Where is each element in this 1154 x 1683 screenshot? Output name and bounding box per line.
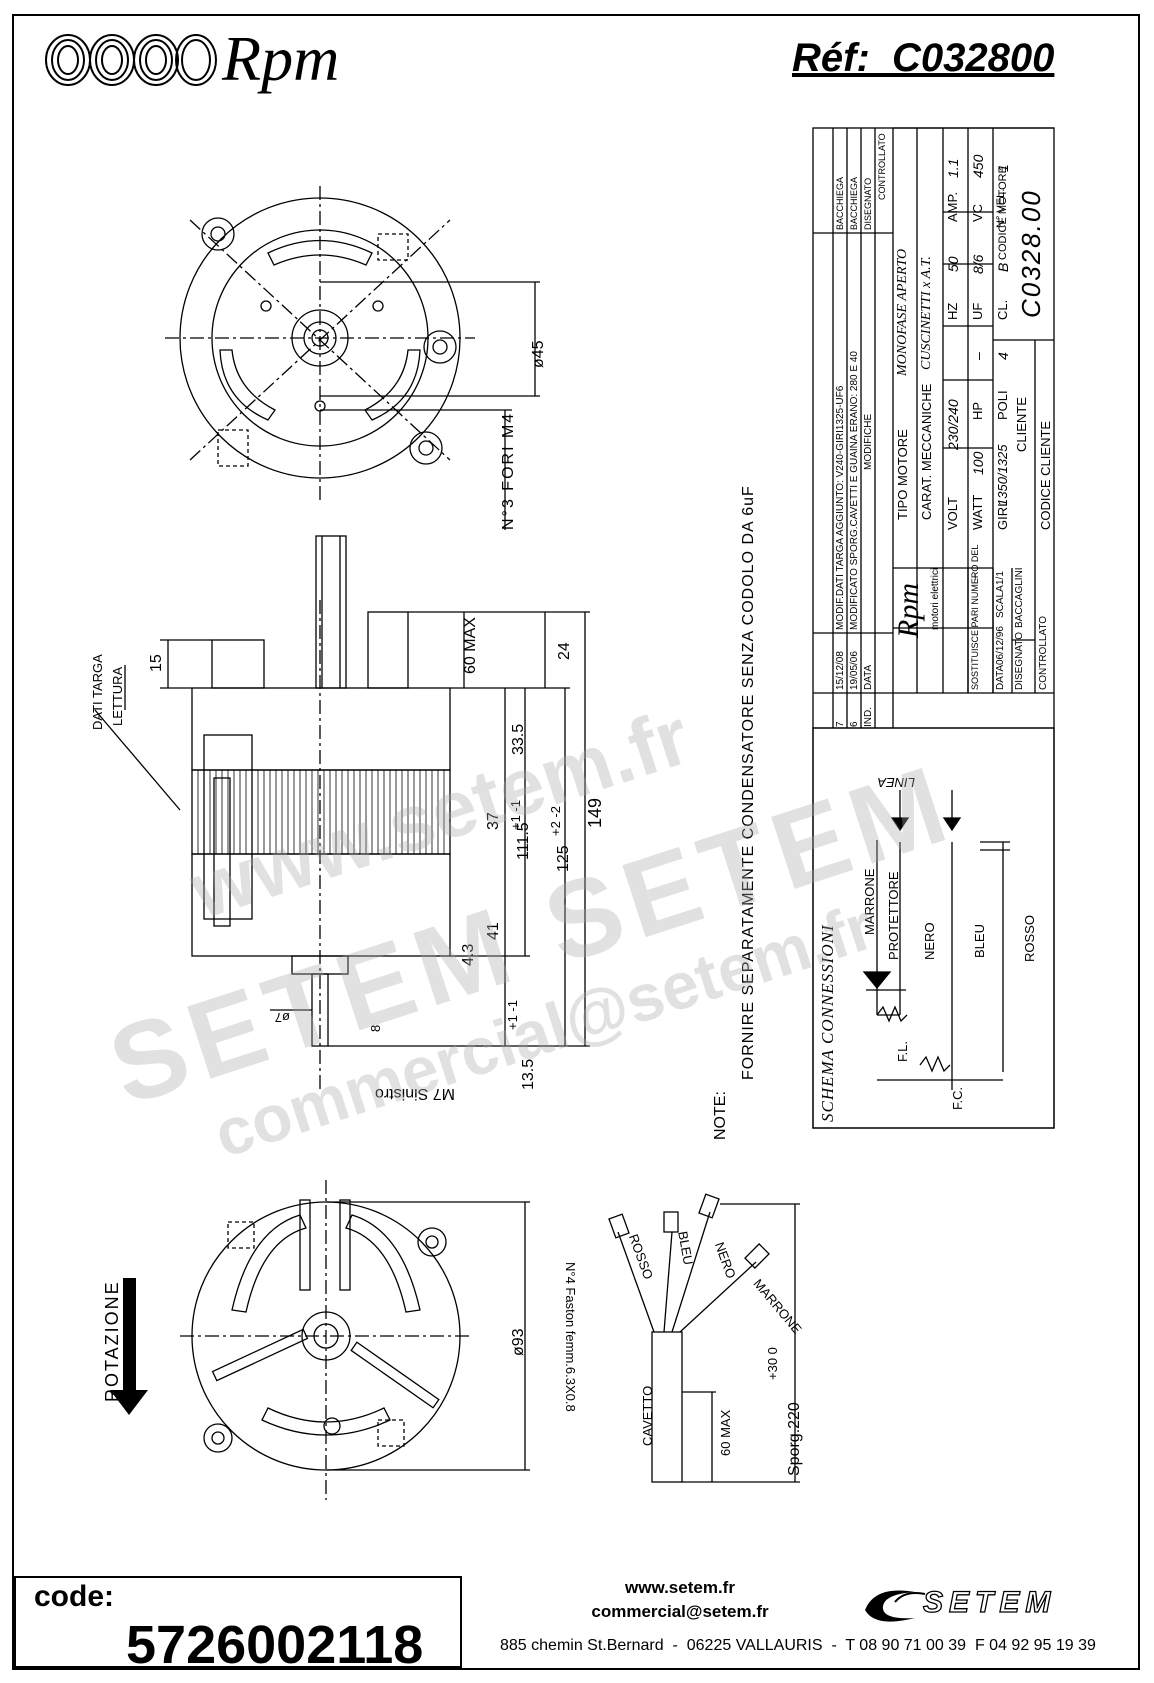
- sporg-label: Sporg.220: [786, 1402, 803, 1476]
- watt-value: 100: [970, 451, 986, 475]
- setem-logo: SETEM: [855, 1580, 1115, 1630]
- setem-brand: SETEM: [922, 1585, 1057, 1619]
- scala-label: SCALA: [995, 585, 1006, 618]
- sporg-tol: +30 0: [765, 1347, 780, 1380]
- data-value: 06/12/96: [995, 626, 1006, 665]
- volt-value: 230/240: [945, 399, 961, 450]
- disegnato-value: BACCAGLINI: [1014, 567, 1025, 628]
- disegnato-label: DISEGNATO: [1014, 632, 1025, 690]
- rev6-text: MODIFICATO SPORG.CAVETTI E GUAINA ERANO:…: [849, 351, 860, 630]
- rotation-arrow-icon: [110, 1278, 148, 1415]
- tipo-motore: MONOFASE APERTO: [895, 248, 910, 376]
- fori-note: N°3 FORI M4: [500, 411, 517, 530]
- scala-value: 1/1: [995, 571, 1006, 585]
- coil-logo-icon: [45, 34, 217, 86]
- poli-value: 4: [995, 352, 1011, 360]
- hp-label: HP: [970, 401, 985, 420]
- rev7-date: 15/12/08: [835, 651, 846, 690]
- codice-cliente-label: CODICE CLIENTE: [1038, 420, 1053, 530]
- rev-head-text: MODIFICHE: [863, 413, 874, 470]
- rpm-logo: Rpm: [40, 23, 370, 100]
- titleblock-company: Rpm: [892, 583, 925, 638]
- dim-60max-cable: 60 MAX: [718, 1409, 733, 1456]
- rev-head-by: DISEGNATO: [863, 177, 873, 230]
- schema-rosso: ROSSO: [1022, 915, 1037, 962]
- schema-bleu: BLEU: [972, 924, 987, 958]
- note-label: NOTE:: [712, 1091, 729, 1140]
- faston-note: N°4 Faston femm.6.3X0.8: [563, 1262, 578, 1412]
- titleblock-company-sub: motori elettrici: [930, 567, 941, 630]
- schema-fl: F.L.: [895, 1041, 910, 1062]
- cl-label: CL.: [995, 299, 1010, 320]
- amp-label: AMP.: [945, 191, 960, 222]
- dim-ø93: ø93: [510, 1328, 527, 1356]
- carat-label: CARAT. MECCANICHE: [919, 383, 934, 520]
- volt-label: VOLT: [945, 497, 960, 530]
- dim-24: 24: [556, 642, 573, 660]
- amp-value: 1.1: [945, 158, 961, 178]
- dati-targa-label: DATI TARGA: [90, 654, 105, 730]
- lettura-label: LETTURA: [110, 666, 125, 726]
- controllato2-label: CONTROLLATO: [1038, 615, 1049, 690]
- vc-label: VC: [970, 203, 985, 222]
- giri-label: GIRI: [995, 503, 1010, 530]
- rev7-text: MODIF.DATI TARGA AGGIUNTO: V240-GIRI1325…: [835, 385, 846, 630]
- controllato-label: CONTROLLATO: [877, 133, 887, 200]
- rev7-by: BACCHIEGA: [835, 176, 845, 230]
- code-value: 5726002118: [126, 1615, 424, 1675]
- sostituisce-value: –: [970, 574, 981, 580]
- rev6-date: 19/05/06: [849, 651, 860, 690]
- poli-label: POLI: [995, 390, 1010, 420]
- rev6-n: 6: [849, 721, 860, 727]
- watt-label: WATT: [970, 494, 985, 530]
- cavetto-label: CAVETTO: [640, 1385, 655, 1446]
- footer-email[interactable]: commercial@setem.fr: [591, 1602, 769, 1621]
- code-box: code: 5726002118: [14, 1576, 462, 1675]
- tipo-motore-label: TIPO MOTORE: [895, 429, 910, 520]
- giri-value: 1350/1325: [995, 444, 1010, 506]
- codice-motore-label: CODICE MOTORE: [997, 166, 1009, 260]
- schema-nero: NERO: [922, 922, 937, 960]
- footer-address: 885 chemin St.Bernard - 06225 VALLAURIS …: [500, 1637, 1096, 1654]
- cl-value: B: [995, 262, 1011, 272]
- codice-motore-value: C0328.00: [1016, 189, 1046, 318]
- data-label: DATA: [995, 664, 1006, 690]
- hz-label: HZ: [945, 302, 960, 320]
- hp-value: –: [970, 352, 986, 360]
- setem-swoosh-icon: [865, 1590, 926, 1622]
- cliente-label: CLIENTE: [1014, 397, 1029, 452]
- hz-value: 50: [945, 256, 961, 272]
- dim-60max: 60 MAX: [462, 617, 479, 674]
- drawing-frame: [12, 14, 1140, 1670]
- dim-ø45: ø45: [530, 340, 547, 368]
- uf-label: UF: [970, 302, 985, 320]
- carat-value: CUSCINETTI x A.T.: [919, 256, 934, 370]
- rev6-by: BACCHIEGA: [849, 176, 859, 230]
- rev7-n: 7: [835, 721, 846, 727]
- rev-head-date: DATA: [863, 664, 874, 690]
- sostituisce-label: SOSTITUISCE PARI NUMERO DEL: [970, 544, 980, 690]
- schema-fc: F.C.: [950, 1086, 965, 1110]
- reference-code: Réf: C032800: [792, 36, 1055, 80]
- footer-website[interactable]: www.setem.fr: [625, 1578, 735, 1597]
- rev-head-n: IND.: [863, 707, 874, 727]
- code-label: code:: [34, 1580, 115, 1613]
- dim-15: 15: [148, 654, 165, 672]
- uf-value: 8/6: [970, 254, 986, 274]
- brand-name: Rpm: [222, 23, 340, 94]
- rotazione-label: ROTAZIONE: [102, 1280, 122, 1402]
- vc-value: 450: [970, 154, 986, 178]
